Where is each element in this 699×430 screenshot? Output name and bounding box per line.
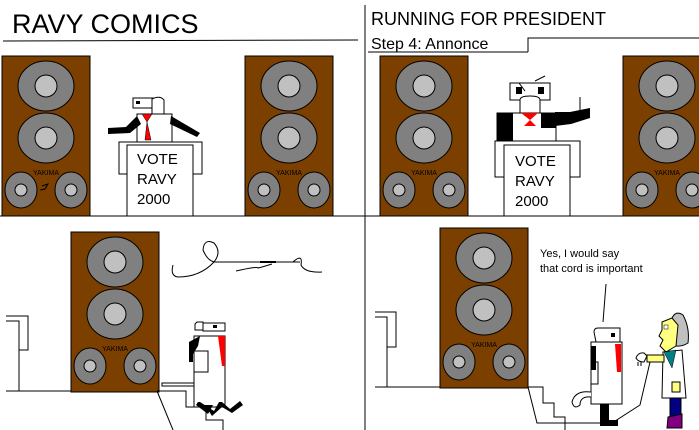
scientist-face — [658, 317, 679, 353]
scientist-shoe — [666, 413, 683, 429]
panel-3: YAKIMA — [6, 231, 323, 430]
ravy-standing — [571, 327, 623, 426]
speaker: YAKIMA — [70, 231, 160, 393]
speaker-brand-label: YAKIMA — [276, 170, 302, 177]
plug — [635, 352, 648, 366]
scientist-hand — [671, 381, 681, 393]
legs — [196, 401, 243, 416]
speaker-right: YAKIMA — [622, 55, 699, 217]
ravy-walking — [161, 321, 243, 416]
panel-1: YAKIMA YAKIMA VOTE RAVY 2000 — [1, 55, 334, 217]
tie — [521, 113, 538, 126]
speaker-left: YAKIMA — [379, 55, 469, 217]
title-underline — [2, 39, 359, 42]
speaker-brand-label: YAKIMA — [411, 170, 437, 177]
speaker-brand-label: YAKIMA — [471, 342, 497, 349]
speaker-right: YAKIMA — [244, 55, 334, 217]
tail — [571, 391, 592, 408]
podium-sign-line-1: VOTE — [137, 151, 178, 168]
doorframe — [375, 311, 397, 387]
podium-sign-line-2: RAVY — [515, 173, 555, 190]
podium-sign-line-3: 2000 — [515, 193, 548, 210]
tie — [141, 113, 153, 141]
right-arm — [170, 116, 200, 137]
series-title: RAVY COMICS — [12, 9, 199, 39]
speech-line-1: Yes, I would say — [540, 248, 620, 260]
left-arm — [108, 116, 141, 134]
flying-cord — [171, 241, 323, 278]
episode-title: RUNNING FOR PRESIDENT — [371, 9, 606, 29]
podium-sign-line-2: RAVY — [137, 171, 177, 188]
speech-tail — [602, 283, 607, 323]
stairs — [528, 386, 566, 430]
step-label: Step 4: Annonce — [371, 36, 489, 53]
tie — [615, 344, 621, 372]
scientist-arm — [646, 354, 665, 363]
podium: VOTE RAVY 2000 — [118, 141, 203, 217]
podium-sign-line-1: VOTE — [515, 153, 556, 170]
tie — [218, 336, 225, 366]
doorframe-inner — [375, 316, 388, 347]
doorframe-inner — [6, 320, 20, 350]
doorframe — [6, 315, 29, 391]
speaker-squiggle — [39, 183, 50, 191]
scientist-collar — [663, 349, 677, 369]
scientist-character — [635, 312, 689, 429]
speaker-brand-label: YAKIMA — [654, 170, 680, 177]
tail — [161, 382, 195, 387]
speech-line-2: that cord is important — [540, 263, 643, 275]
panel-2: YAKIMA YAKIMA VOTE RAVY 2000 — [379, 55, 699, 217]
pointing-arm — [555, 108, 590, 126]
podium: VOTE RAVY 2000 — [494, 140, 581, 217]
podium-sign-line-3: 2000 — [137, 191, 170, 208]
speaker-brand-label: YAKIMA — [33, 170, 59, 177]
speaker: YAKIMA — [439, 227, 529, 389]
speaker-cord — [156, 390, 174, 430]
ravy-character-facing — [496, 75, 590, 142]
speaker-brand-label: YAKIMA — [102, 346, 128, 353]
step-box-line — [527, 37, 699, 52]
panel-4: YAKIMA Yes, I would say that cord is imp… — [375, 227, 689, 430]
speaker-left: YAKIMA — [1, 55, 91, 217]
ravy-character — [108, 96, 200, 143]
